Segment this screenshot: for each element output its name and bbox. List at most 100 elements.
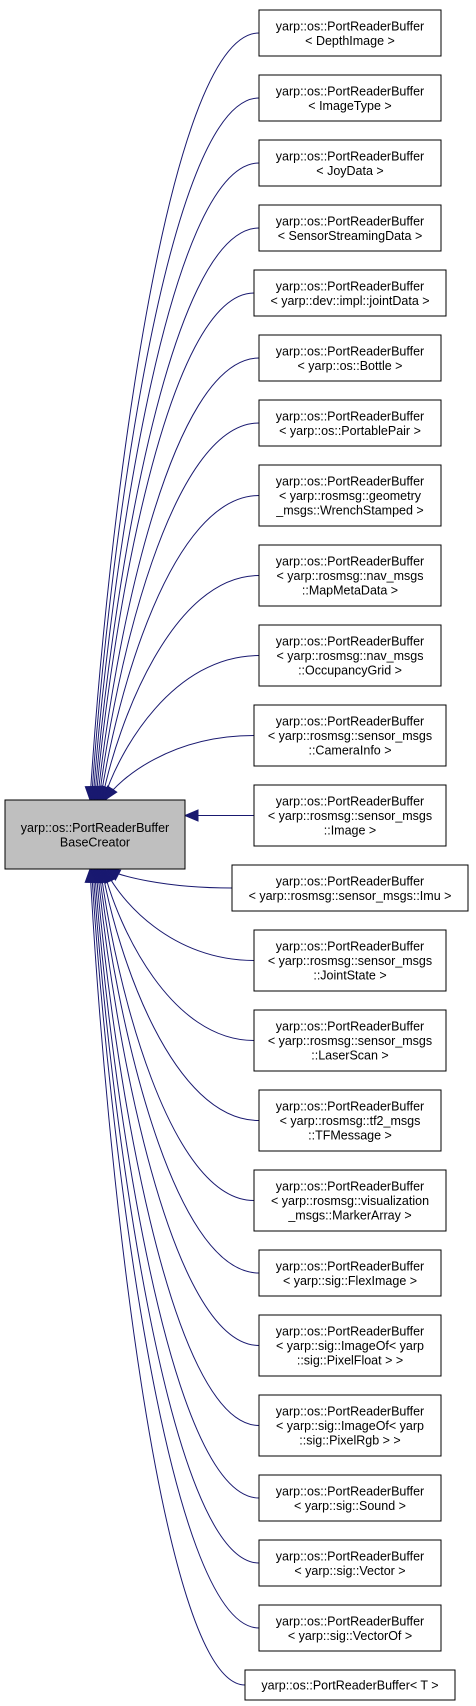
inheritance-edge [87, 867, 260, 1564]
node-box [258, 139, 442, 187]
edge-line [92, 868, 260, 1564]
edge-line [89, 868, 246, 1686]
derived-class-node[interactable]: yarp::os::PortReaderBuffer< yarp::rosmsg… [258, 544, 442, 607]
edge-line [95, 292, 255, 801]
inheritance-edge [86, 97, 260, 802]
node-box [258, 544, 442, 607]
node-box [258, 399, 442, 447]
derived-class-node[interactable]: yarp::os::PortReaderBuffer< yarp::sig::V… [258, 1539, 442, 1587]
node-label-line: ::sig::PixelFloat > > [297, 1354, 403, 1368]
node-label-line: ::MapMetaData > [302, 584, 398, 598]
edge-line [97, 868, 260, 1346]
node-label-line: < yarp::rosmsg::geometry [279, 489, 422, 503]
derived-class-node[interactable]: yarp::os::PortReaderBuffer< yarp::rosmsg… [258, 624, 442, 687]
edge-line [98, 422, 260, 801]
node-label-line: yarp::os::PortReaderBuffer [276, 1549, 424, 1563]
inheritance-edge [92, 357, 260, 802]
derived-class-node[interactable]: yarp::os::PortReaderBuffer< JoyData > [258, 139, 442, 187]
derived-class-node[interactable]: yarp::os::PortReaderBuffer< yarp::os::Bo… [258, 334, 442, 382]
node-label-line: < JoyData > [316, 164, 383, 178]
node-box [258, 624, 442, 687]
edge-line [98, 868, 260, 1274]
inheritance-edge [96, 495, 260, 802]
node-label-line: < yarp::dev::impl::jointData > [270, 294, 429, 308]
inheritance-edge [104, 735, 255, 802]
node-box [258, 1089, 442, 1152]
node-label-line: yarp::os::PortReaderBuffer [276, 940, 424, 954]
node-label-line: ::TFMessage > [308, 1129, 392, 1143]
node-label-line: < SensorStreamingData > [278, 229, 423, 243]
edge-line [89, 32, 260, 801]
derived-class-node[interactable]: yarp::os::PortReaderBuffer< yarp::dev::i… [253, 269, 447, 317]
node-label-line: ::JointState > [313, 969, 386, 983]
node-box [253, 784, 447, 847]
derived-class-node[interactable]: yarp::os::PortReaderBuffer< yarp::rosmsg… [253, 1009, 447, 1072]
derived-class-node[interactable]: yarp::os::PortReaderBuffer< yarp::sig::V… [258, 1604, 442, 1652]
derived-class-node[interactable]: yarp::os::PortReaderBuffer< yarp::rosmsg… [253, 1169, 447, 1232]
inheritance-edge [90, 867, 260, 1426]
derived-class-node[interactable]: yarp::os::PortReaderBuffer< yarp::rosmsg… [253, 784, 447, 847]
node-label-line: yarp::os::PortReaderBuffer [276, 874, 424, 888]
edge-line [103, 655, 260, 801]
node-label-line: < ImageType > [308, 99, 391, 113]
node-box [253, 704, 447, 767]
node-label-line: < yarp::rosmsg::sensor_msgs [268, 954, 432, 968]
node-label-line: yarp::os::PortReaderBuffer [276, 1484, 424, 1498]
derived-class-node[interactable]: yarp::os::PortReaderBuffer< yarp::sig::I… [258, 1314, 442, 1377]
node-label-line: yarp::os::PortReaderBuffer [276, 19, 424, 33]
edge-arrowhead [104, 785, 118, 802]
node-label-line: < yarp::sig::VectorOf > [288, 1629, 412, 1643]
node-box [253, 269, 447, 317]
node-label-line: < yarp::sig::FlexImage > [283, 1274, 417, 1288]
node-label-line: yarp::os::PortReaderBuffer [276, 279, 424, 293]
node-label-line: yarp::os::PortReaderBuffer [276, 344, 424, 358]
derived-class-node[interactable]: yarp::os::PortReaderBuffer< DepthImage > [258, 9, 442, 57]
derived-class-node[interactable]: yarp::os::PortReaderBuffer< SensorStream… [258, 204, 442, 252]
derived-class-node[interactable]: yarp::os::PortReaderBuffer< yarp::os::Po… [258, 399, 442, 447]
node-label-line: < yarp::rosmsg::sensor_msgs [268, 1034, 432, 1048]
node-label-line: yarp::os::PortReaderBuffer [276, 1180, 424, 1194]
node-box [253, 929, 447, 992]
edge-line [95, 868, 260, 1426]
inheritance-edge [84, 867, 246, 1686]
node-box [258, 464, 442, 527]
derived-class-node[interactable]: yarp::os::PortReaderBuffer< yarp::rosmsg… [253, 929, 447, 992]
derived-class-node[interactable]: yarp::os::PortReaderBuffer< yarp::rosmsg… [231, 864, 469, 912]
node-box [258, 334, 442, 382]
node-label-line: _msgs::WrenchStamped > [275, 504, 423, 518]
node-label-line: yarp::os::PortReaderBuffer [276, 1259, 424, 1273]
inheritance-edge [183, 809, 254, 822]
derived-class-node[interactable]: yarp::os::PortReaderBuffer< yarp::rosmsg… [253, 704, 447, 767]
inheritance-edge [84, 32, 260, 802]
node-label-line: < yarp::os::PortablePair > [279, 424, 421, 438]
inheritance-edge [105, 868, 233, 889]
class-nodes: yarp::os::PortReaderBufferBaseCreatoryar… [4, 9, 469, 1701]
node-label-line: < yarp::sig::Vector > [294, 1564, 405, 1578]
derived-class-node[interactable]: yarp::os::PortReaderBuffer< T > [244, 1669, 456, 1701]
derived-class-node[interactable]: yarp::os::PortReaderBuffer< yarp::rosmsg… [258, 1089, 442, 1152]
edge-line [100, 868, 255, 1201]
derived-class-node[interactable]: yarp::os::PortReaderBuffer< yarp::rosmsg… [258, 464, 442, 527]
node-label-line: < yarp::rosmsg::nav_msgs [277, 569, 424, 583]
node-label-line: yarp::os::PortReaderBuffer [276, 635, 424, 649]
node-box [253, 1009, 447, 1072]
derived-class-node[interactable]: yarp::os::PortReaderBuffer< yarp::sig::S… [258, 1474, 442, 1522]
node-label-line: yarp::os::PortReaderBuffer [276, 84, 424, 98]
node-box [258, 1604, 442, 1652]
node-label-line: < yarp::sig::ImageOf< yarp [276, 1339, 424, 1353]
node-box [258, 9, 442, 57]
node-box [244, 1669, 456, 1701]
edge-arrowhead [84, 867, 97, 883]
node-label-line: < yarp::sig::ImageOf< yarp [276, 1419, 424, 1433]
node-label-line: ::Image > [324, 824, 376, 838]
derived-class-node[interactable]: yarp::os::PortReaderBuffer< ImageType > [258, 74, 442, 122]
edge-line [91, 97, 260, 801]
node-label-line: yarp::os::PortReaderBuffer [276, 1325, 424, 1339]
derived-class-node[interactable]: yarp::os::PortReaderBuffer< yarp::sig::I… [258, 1394, 442, 1457]
derived-class-node[interactable]: yarp::os::PortReaderBuffer< yarp::sig::F… [258, 1249, 442, 1297]
node-box [258, 1539, 442, 1587]
node-label-line: ::OccupancyGrid > [298, 664, 402, 678]
edge-line [94, 868, 260, 1499]
node-label-line: ::sig::PixelRgb > > [299, 1434, 400, 1448]
